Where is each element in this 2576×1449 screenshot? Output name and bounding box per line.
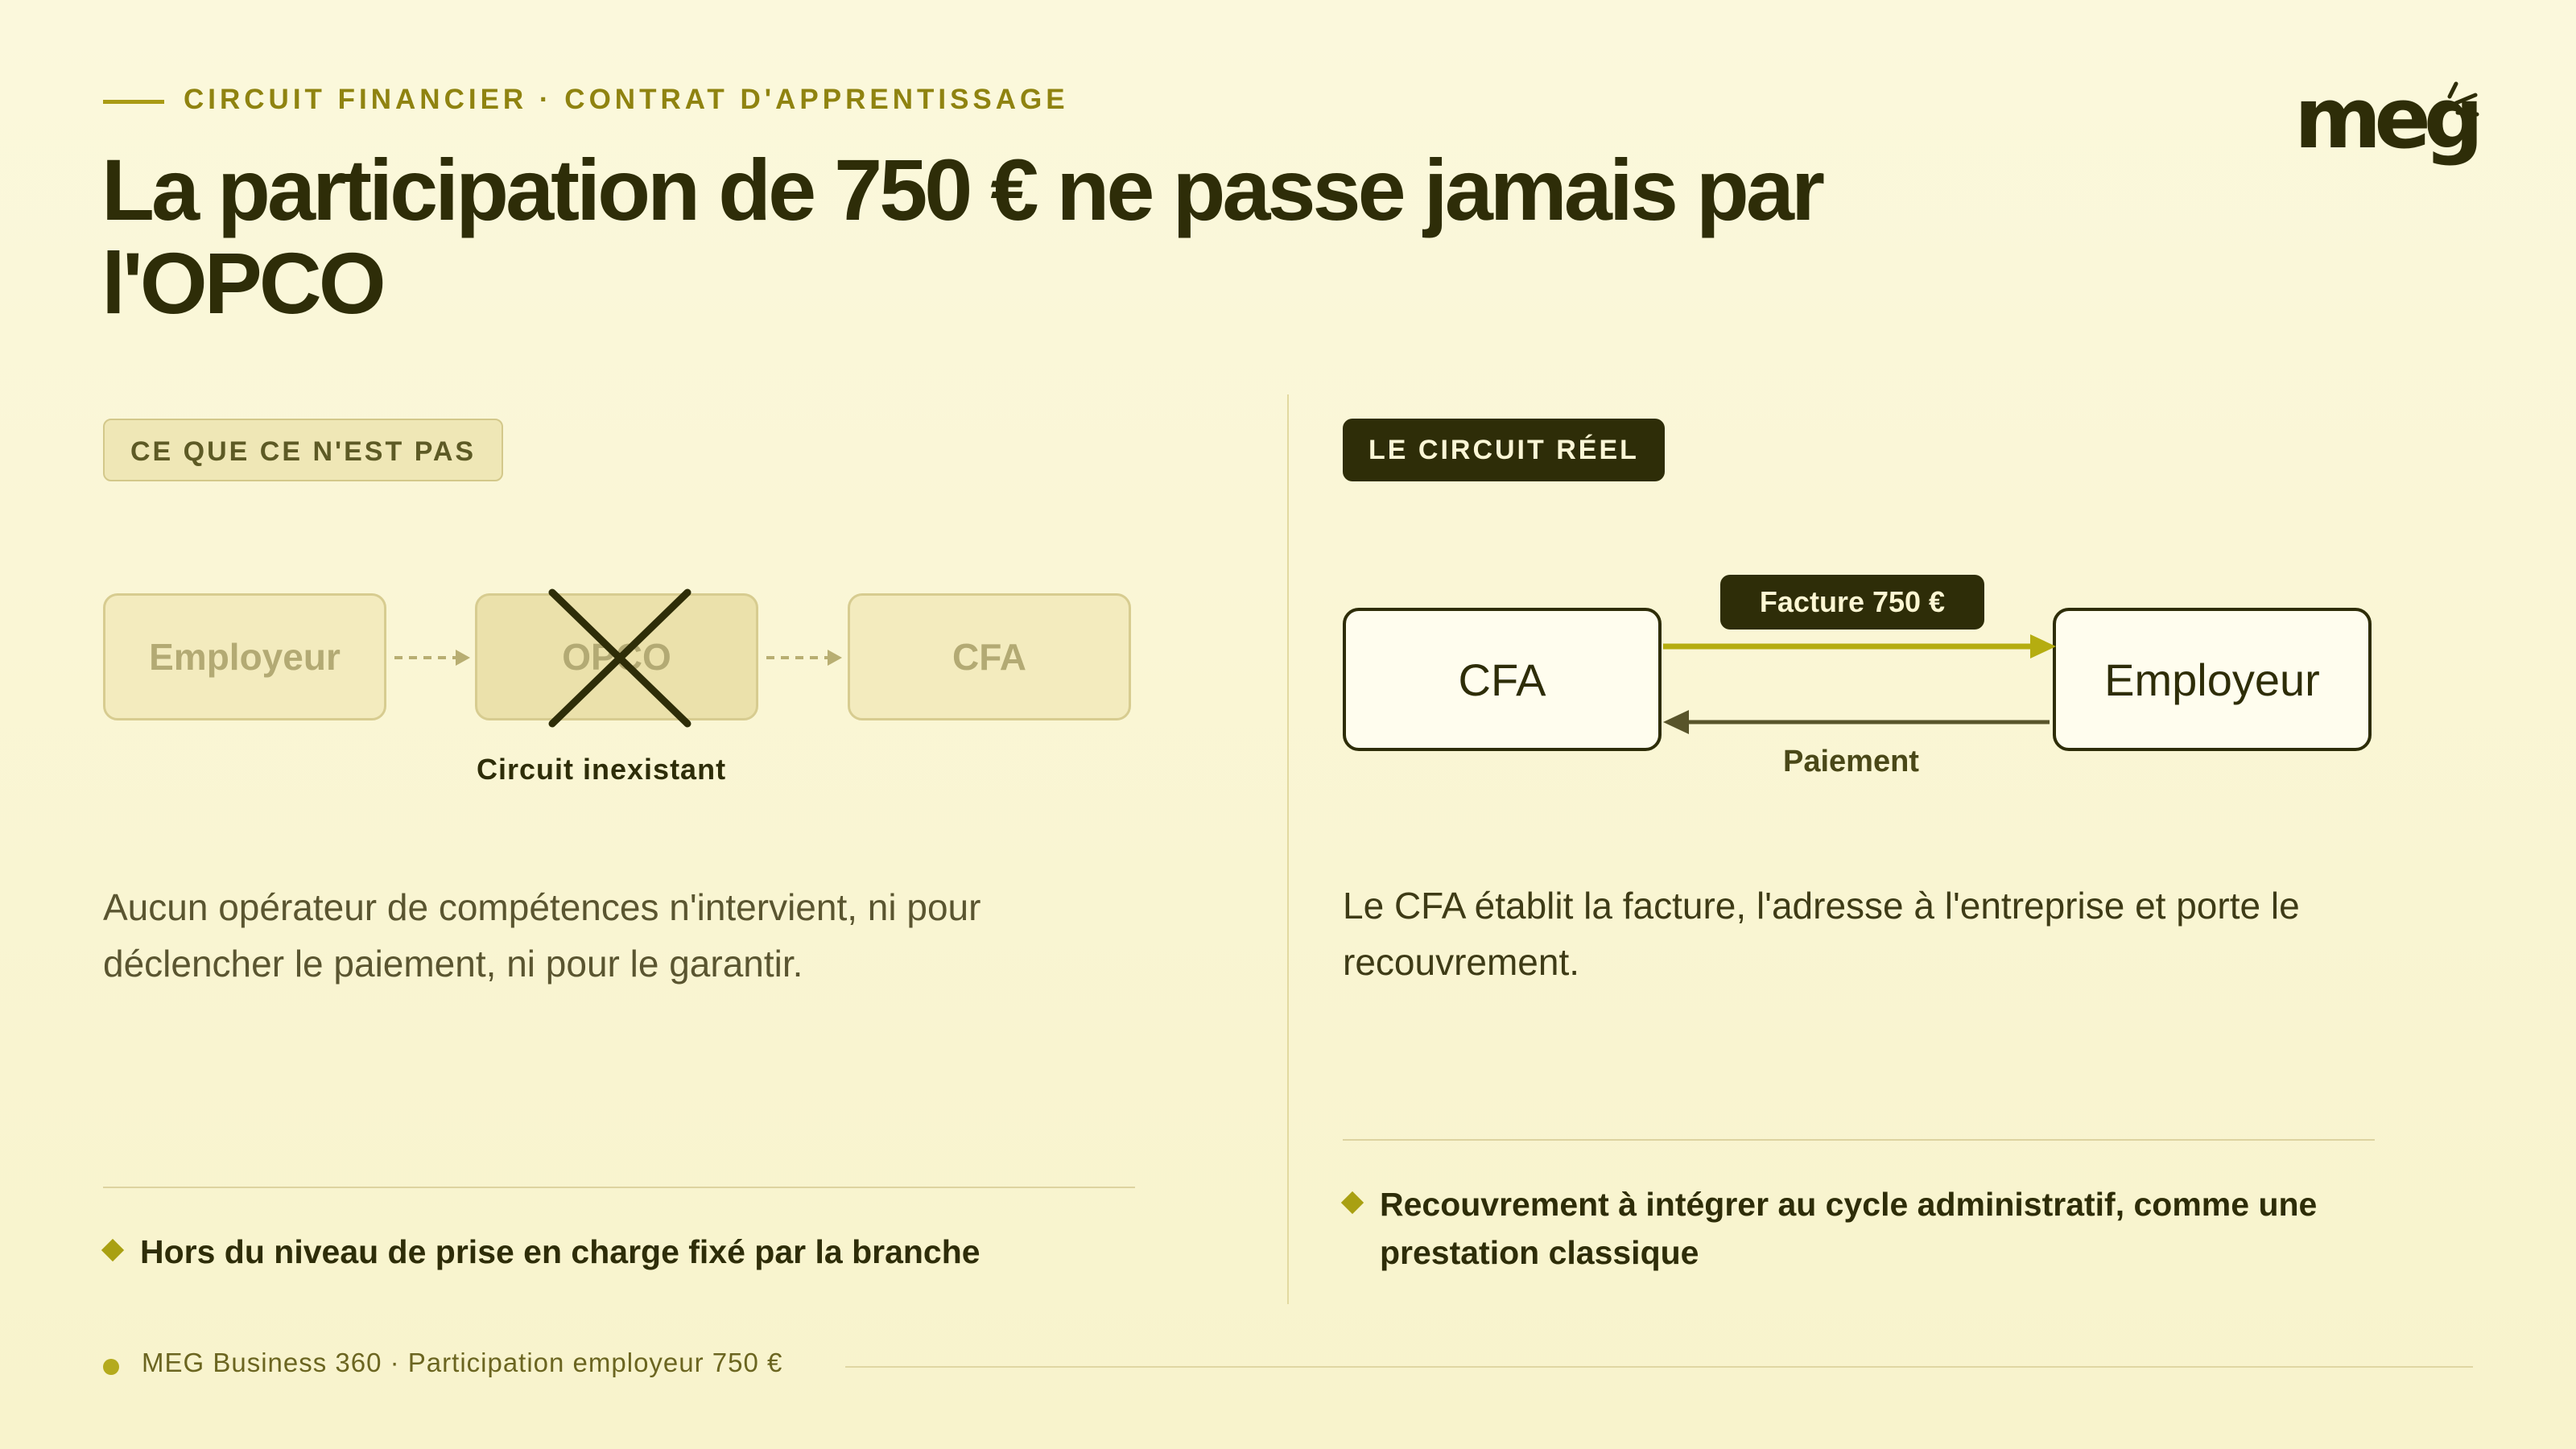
left-note: Hors du niveau de prise en charge fixé p… xyxy=(140,1233,980,1270)
ghost-cfa-box: CFA xyxy=(848,593,1131,720)
meg-logo: meg xyxy=(2294,74,2483,171)
ghost-employeur-box: Employeur xyxy=(103,593,386,720)
footer-rule xyxy=(845,1366,2473,1368)
dashed-arrow-icon xyxy=(766,650,842,666)
invoice-arrow-icon xyxy=(1663,634,2056,658)
right-separator xyxy=(1343,1139,2375,1141)
payment-arrow-icon xyxy=(1663,710,2050,734)
not-circuit-pill: CE QUE CE N'EST PAS xyxy=(103,419,504,481)
footer-dot xyxy=(103,1359,119,1375)
left-body-text: Aucun opérateur de compétences n'intervi… xyxy=(103,886,981,985)
diamond-icon xyxy=(101,1238,125,1262)
footer-text: MEG Business 360 · Participation employe… xyxy=(142,1348,783,1377)
nonexistent-circuit-caption: Circuit inexistant xyxy=(477,753,727,786)
eyebrow-label: CIRCUIT FINANCIER · CONTRAT D'APPRENTISS… xyxy=(184,84,1069,115)
dashed-arrow-icon xyxy=(394,650,470,666)
invoice-amount-tag: Facture 750 € xyxy=(1720,575,1984,630)
left-separator xyxy=(103,1187,1135,1188)
column-divider xyxy=(1287,394,1289,1304)
eyebrow-accent-line xyxy=(103,100,164,104)
diamond-icon xyxy=(1340,1191,1364,1215)
logo-spark-icon xyxy=(2447,81,2479,117)
flow-arrows xyxy=(1663,634,2056,734)
cfa-box: CFA xyxy=(1343,608,1662,751)
payment-label: Paiement xyxy=(1783,745,1919,778)
page-title: La participation de 750 € ne passe jamai… xyxy=(101,141,1825,332)
right-note: Recouvrement à intégrer au cycle adminis… xyxy=(1380,1186,2318,1271)
right-body-text: Le CFA établit la facture, l'adresse à l… xyxy=(1343,885,2300,983)
x-cross-icon xyxy=(548,588,691,728)
employeur-box: Employeur xyxy=(2053,608,2372,751)
real-circuit-pill: LE CIRCUIT RÉEL xyxy=(1343,419,1665,481)
ghost-opco-box: OPCO xyxy=(475,593,758,720)
